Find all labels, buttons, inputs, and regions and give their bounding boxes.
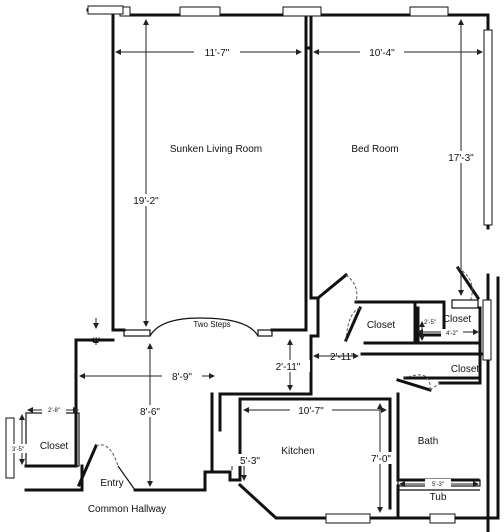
dim-living-height: 19'-2"	[133, 196, 159, 207]
dim-closet-left-width: 2'-8"	[48, 408, 60, 414]
dim-foyer-width: 8'-9"	[172, 372, 192, 383]
dim-bed-width: 10'-4"	[369, 48, 395, 59]
dim-bed-height: 17'-3"	[448, 153, 474, 164]
label-bath: Bath	[418, 436, 439, 447]
label-living-room: Sunken Living Room	[170, 144, 262, 155]
dim-kitchen-left: 5'-3"	[240, 456, 260, 467]
dim-hall-depth: 2'-11"	[276, 362, 301, 373]
dim-kitchen-height: 7'-0"	[371, 454, 391, 465]
dimension-lines	[19, 19, 483, 513]
label-entry: Entry	[100, 478, 123, 489]
dim-tub-width: 5'-3"	[432, 482, 444, 488]
label-two-steps: Two Steps	[193, 320, 230, 329]
label-closet-left: Closet	[40, 441, 69, 452]
dim-closet-left-height: 3'-5"	[12, 447, 24, 453]
label-kitchen: Kitchen	[281, 446, 314, 457]
label-closet-right-top: Closet	[443, 314, 472, 325]
dim-step-small: 11"	[92, 338, 100, 344]
dim-living-width: 11'-7"	[205, 48, 230, 59]
label-tub: Tub	[430, 492, 447, 503]
dim-hall-width: 2'-11"	[330, 352, 355, 363]
dim-closet-r-height: 2'-5"	[424, 320, 436, 326]
label-bed-room: Bed Room	[351, 144, 398, 155]
dim-closet-r-width: 4'-2"	[446, 331, 458, 337]
label-closet-mid: Closet	[367, 320, 396, 331]
steps-and-doors	[25, 267, 481, 491]
walls	[24, 8, 500, 532]
label-common-hallway: Common Hallway	[88, 504, 166, 515]
dim-foyer-height: 8'-6"	[140, 407, 160, 418]
label-closet-right: Closet	[451, 364, 480, 375]
dim-kitchen-width: 10'-7"	[298, 406, 324, 417]
